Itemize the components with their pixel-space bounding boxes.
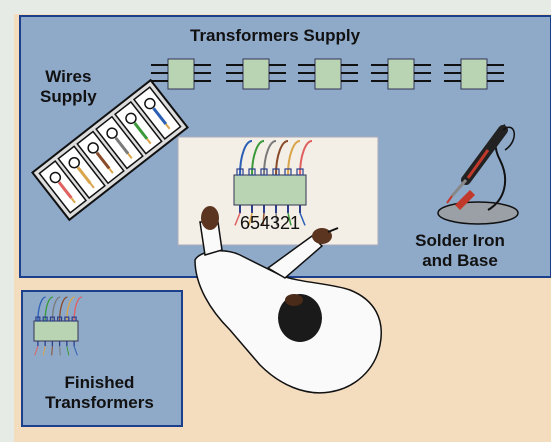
finished-transformers-label: Finished Transformers [32, 373, 167, 412]
wires-supply-line2: Supply [40, 86, 97, 106]
solder-iron-line1: Solder Iron [415, 231, 505, 250]
wire-tray-icon [31, 78, 189, 222]
wires-supply-line1: Wires [45, 67, 92, 86]
worker-icon [194, 206, 382, 394]
transformer-icon [233, 140, 313, 226]
wire-slot [95, 115, 144, 170]
pin-numbers-label: 654321 [240, 213, 301, 233]
wire-slot [38, 160, 88, 214]
transformers-supply-row [151, 58, 504, 90]
transformer-icon [151, 58, 211, 90]
transformers-supply-label: Transformers Supply [190, 26, 361, 45]
transformer-icon [33, 296, 83, 356]
solder-iron-line2: and Base [422, 250, 498, 270]
transformer-icon [298, 58, 358, 90]
wire-slot [132, 86, 182, 140]
wire-slot [114, 100, 163, 155]
finished-line2: Transformers [45, 392, 154, 412]
transformer-icon [444, 58, 504, 90]
wires-supply-label: Wires Supply [40, 67, 97, 106]
wire-slot [76, 130, 125, 185]
finished-line1: Finished [64, 373, 135, 392]
transformer-icon [226, 58, 286, 90]
solder-iron-icon [437, 124, 519, 225]
transformer-icon [371, 58, 431, 90]
wire-slot [57, 145, 106, 200]
solder-iron-label: Solder Iron and Base [405, 231, 515, 270]
finished-area [21, 290, 183, 427]
